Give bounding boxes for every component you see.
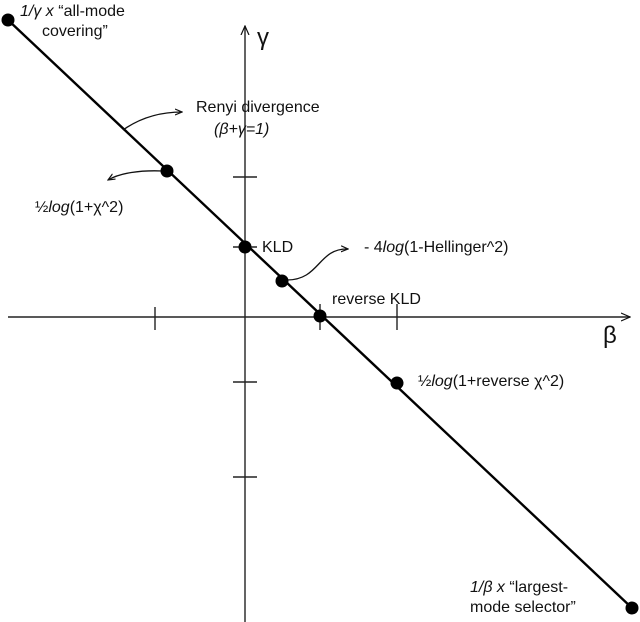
x-axis-label: β (603, 322, 617, 349)
all-mode-text: “all-mode (58, 3, 125, 20)
largest-mode-label: 1/β x “largest- (470, 578, 568, 597)
largest-mode-prefix: 1/β x (470, 579, 505, 596)
all-mode-label-line2: covering” (42, 23, 108, 40)
chi2-half: ½ (35, 199, 49, 216)
point-reverse-chi2 (390, 376, 404, 390)
kld-label: KLD (262, 239, 294, 256)
hellinger-prefix: - 4 (364, 239, 383, 256)
point-hellinger (275, 274, 289, 288)
reverse-chi2-half: ½ (418, 373, 432, 390)
chi2-arg: (1+χ^2) (69, 199, 124, 216)
reverse-kld-label: reverse KLD (332, 291, 421, 308)
hellinger-label: - 4log(1-Hellinger^2) (364, 238, 508, 257)
renyi-pointer-arrow (122, 112, 182, 131)
reverse-chi2-arg: (1+reverse χ^2) (452, 373, 565, 390)
largest-mode-label-line2: mode selector” (470, 599, 576, 616)
all-mode-label: 1/γ x “all-mode (20, 2, 125, 21)
hellinger-arg: (1-Hellinger^2) (404, 239, 509, 256)
renyi-label-constraint: (β+γ=1) (214, 121, 270, 138)
chi2-log: log (48, 199, 70, 216)
point-chi2 (160, 164, 174, 178)
data-points (1, 13, 639, 615)
reverse-chi2-log: log (431, 373, 453, 390)
all-mode-prefix: 1/γ x (20, 3, 54, 20)
y-axis-label: γ (257, 24, 269, 51)
hellinger-log: log (382, 239, 405, 256)
reverse-chi2-label: ½log(1+reverse χ^2) (418, 372, 564, 391)
hellinger-pointer-arrow (286, 249, 348, 281)
point-all-mode (1, 13, 15, 27)
renyi-label-title: Renyi divergence (196, 99, 320, 116)
largest-mode-text: “largest- (509, 579, 569, 596)
point-kld (238, 240, 252, 254)
chi2-label: ½log(1+χ^2) (35, 198, 123, 217)
point-reverse-kld (313, 309, 327, 323)
point-largest-mode (625, 601, 639, 615)
chi2-pointer-arrow (108, 170, 164, 180)
